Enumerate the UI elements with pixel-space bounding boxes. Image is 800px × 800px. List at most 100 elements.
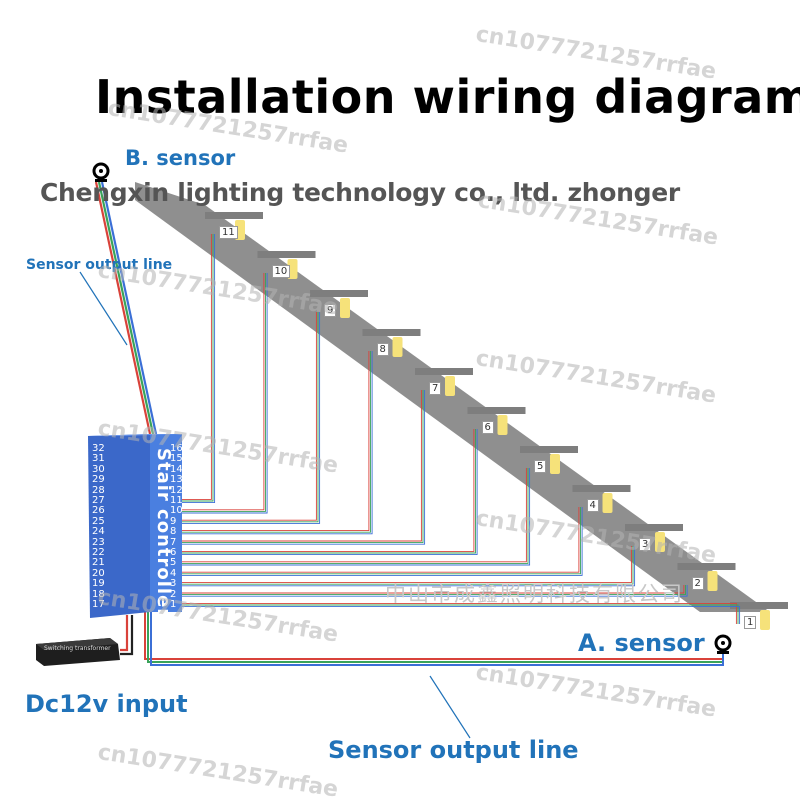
controller-top-face bbox=[88, 434, 182, 436]
step-number: 3 bbox=[639, 538, 652, 551]
controller-to-step-wire bbox=[182, 273, 268, 514]
controller-to-step-wire bbox=[182, 507, 581, 575]
controller-to-step-wire bbox=[182, 429, 478, 556]
stair-controller-box bbox=[88, 434, 182, 618]
controller-pin-label: 8 bbox=[170, 526, 177, 538]
sensor-icon bbox=[92, 162, 110, 182]
controller-pin-label: 15 bbox=[170, 453, 183, 465]
controller-to-step-wire bbox=[182, 312, 319, 523]
controller-pin-label: 14 bbox=[170, 463, 183, 475]
leader-line bbox=[79, 271, 128, 346]
led-light-icon bbox=[655, 532, 665, 552]
sensor-b-cable bbox=[100, 181, 158, 435]
stair-tread bbox=[362, 329, 421, 336]
controller-to-step-wire bbox=[182, 468, 531, 566]
power-cable bbox=[120, 615, 129, 652]
step-number: 4 bbox=[586, 499, 599, 512]
controller-to-step-wire bbox=[182, 390, 426, 545]
controller-to-step-wire bbox=[182, 429, 476, 554]
controller-pin-label: 20 bbox=[92, 567, 105, 579]
step-number: 1 bbox=[744, 616, 757, 629]
stair-tread bbox=[625, 524, 683, 531]
controller-pin-label: 24 bbox=[92, 526, 105, 538]
controller-front-face bbox=[150, 434, 182, 612]
controller-pin-label: 19 bbox=[92, 578, 105, 590]
controller-to-step-wire bbox=[182, 546, 632, 584]
controller-to-step-wire bbox=[182, 585, 688, 597]
sensor-b-cable bbox=[97, 181, 155, 435]
controller-to-step-wire bbox=[182, 234, 212, 500]
step-number: 2 bbox=[691, 577, 704, 590]
controller-pin-label: 26 bbox=[92, 505, 105, 517]
stair-slope bbox=[135, 182, 770, 612]
stair-tread bbox=[572, 485, 631, 492]
stair-tread bbox=[467, 407, 526, 414]
controller-pin-label: 6 bbox=[170, 547, 177, 558]
controller-to-step-wire bbox=[182, 273, 266, 512]
controller-pin-label: 9 bbox=[170, 515, 177, 527]
sensor-output-line-label-left: Sensor output line bbox=[26, 257, 173, 273]
controller-to-step-wire bbox=[182, 507, 583, 576]
controller-pin-label: 17 bbox=[92, 599, 105, 610]
controller-pin-label: 18 bbox=[92, 588, 105, 600]
controller-to-step-wire bbox=[182, 546, 636, 587]
stair-tread bbox=[677, 563, 736, 570]
led-light-icon bbox=[445, 376, 455, 396]
controller-pin-label: 10 bbox=[170, 505, 183, 517]
sensor-b-cable bbox=[94, 181, 152, 435]
controller-to-step-wire bbox=[182, 429, 475, 552]
controller-to-step-wire bbox=[182, 606, 741, 624]
controller-label: Stair controller bbox=[153, 448, 174, 619]
stair-tread bbox=[415, 368, 473, 375]
step-number: 7 bbox=[429, 382, 442, 395]
controller-pin-label: 7 bbox=[170, 536, 177, 548]
wiring bbox=[79, 181, 741, 739]
leader-line bbox=[429, 675, 471, 739]
controller-pin-label: 21 bbox=[92, 557, 105, 569]
led-light-icon bbox=[602, 493, 613, 513]
staircase bbox=[135, 182, 788, 630]
controller-pin-label: 22 bbox=[92, 547, 105, 558]
page-title: Installation wiring diagram bbox=[95, 70, 800, 124]
controller-pin-label: 2 bbox=[170, 588, 177, 600]
controller-to-step-wire bbox=[182, 390, 424, 544]
controller-to-step-wire bbox=[182, 351, 371, 533]
controller-to-step-wire bbox=[182, 273, 265, 511]
controller-pin-label: 11 bbox=[170, 495, 183, 506]
led-light-icon bbox=[760, 610, 770, 630]
controller-pin-label: 29 bbox=[92, 474, 105, 486]
controller-to-step-wire bbox=[182, 234, 216, 504]
step-number: 5 bbox=[534, 460, 547, 473]
stair-tread bbox=[310, 290, 368, 297]
controller-pin-label: 27 bbox=[92, 495, 105, 506]
controller-pin-label: 3 bbox=[170, 578, 177, 590]
controller-pin-label: 32 bbox=[92, 443, 105, 454]
step-number: 9 bbox=[324, 304, 337, 317]
controller-to-step-wire bbox=[182, 390, 422, 542]
controller-to-step-wire bbox=[182, 585, 685, 594]
led-light-icon bbox=[497, 415, 508, 435]
led-light-icon bbox=[707, 571, 718, 591]
controller-pin-label: 13 bbox=[170, 474, 183, 486]
sensor-icon bbox=[714, 634, 732, 654]
controller-to-step-wire bbox=[182, 604, 739, 624]
controller-to-step-wire bbox=[182, 507, 580, 573]
controller-pin-label: 1 bbox=[170, 599, 177, 610]
controller-pin-label: 16 bbox=[170, 443, 183, 454]
led-light-icon bbox=[340, 298, 350, 318]
led-light-icon bbox=[392, 337, 403, 357]
controller-to-step-wire bbox=[182, 312, 317, 521]
controller-to-step-wire bbox=[182, 468, 529, 564]
stair-tread bbox=[257, 251, 316, 258]
sensor-a-cable bbox=[150, 612, 724, 666]
step-number: 10 bbox=[271, 265, 291, 278]
transformer-label: Switching transformer bbox=[44, 645, 111, 652]
transformer-icon bbox=[36, 638, 120, 666]
company-name: Chengxin lighting technology co., ltd. z… bbox=[40, 178, 680, 207]
controller-to-step-wire bbox=[182, 351, 370, 532]
stair-tread bbox=[205, 212, 263, 219]
controller-to-step-wire bbox=[182, 312, 321, 524]
controller-side-face bbox=[88, 434, 150, 618]
